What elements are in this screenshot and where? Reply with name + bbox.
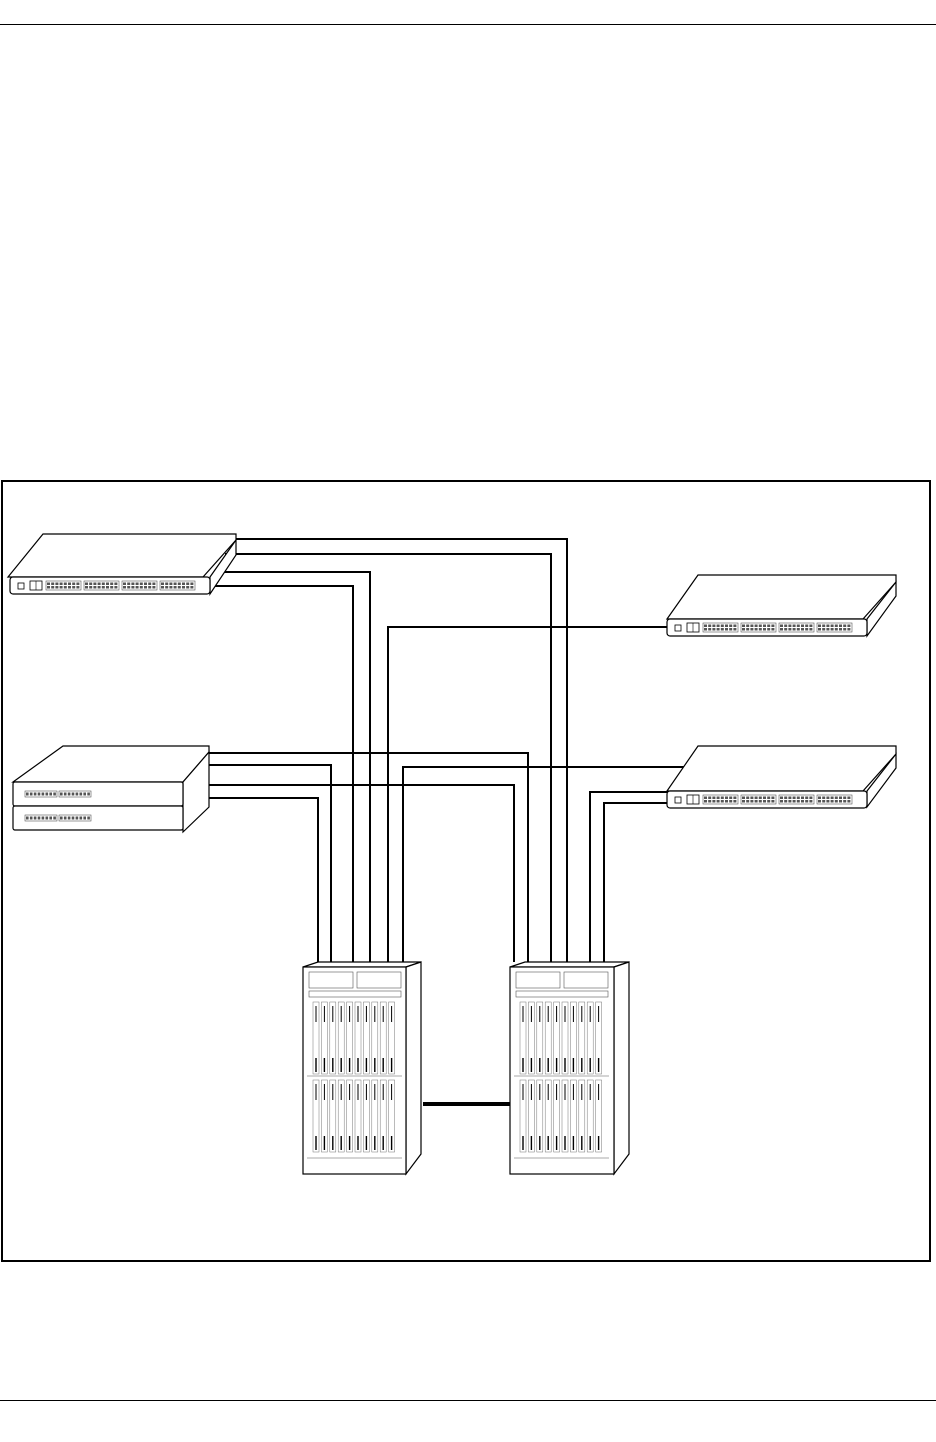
link-stack-chassis-right-2 (207, 785, 514, 962)
cable-links (207, 539, 693, 962)
modular-chassis-right (510, 962, 629, 1174)
footer-rule (0, 1400, 936, 1401)
stackable-switch-mid-right (667, 746, 896, 808)
modular-chassis-left (303, 962, 421, 1174)
header-rule (0, 24, 936, 25)
network-topology-diagram (3, 482, 929, 1260)
two-unit-switch-stack-left (13, 746, 209, 832)
stackable-switch-top-right (667, 575, 896, 636)
stackable-switch-top-left (8, 534, 236, 594)
network-diagram-figure (1, 480, 931, 1262)
link-tl-chassis-left-1 (216, 572, 370, 962)
link-tl-chassis-right-1 (236, 539, 567, 962)
link-stack-chassis-left-2 (207, 798, 318, 962)
link-stack-chassis-left-1 (207, 765, 331, 962)
link-mr-chassis-left (403, 767, 693, 962)
link-mr-chassis-right-2 (604, 803, 667, 962)
